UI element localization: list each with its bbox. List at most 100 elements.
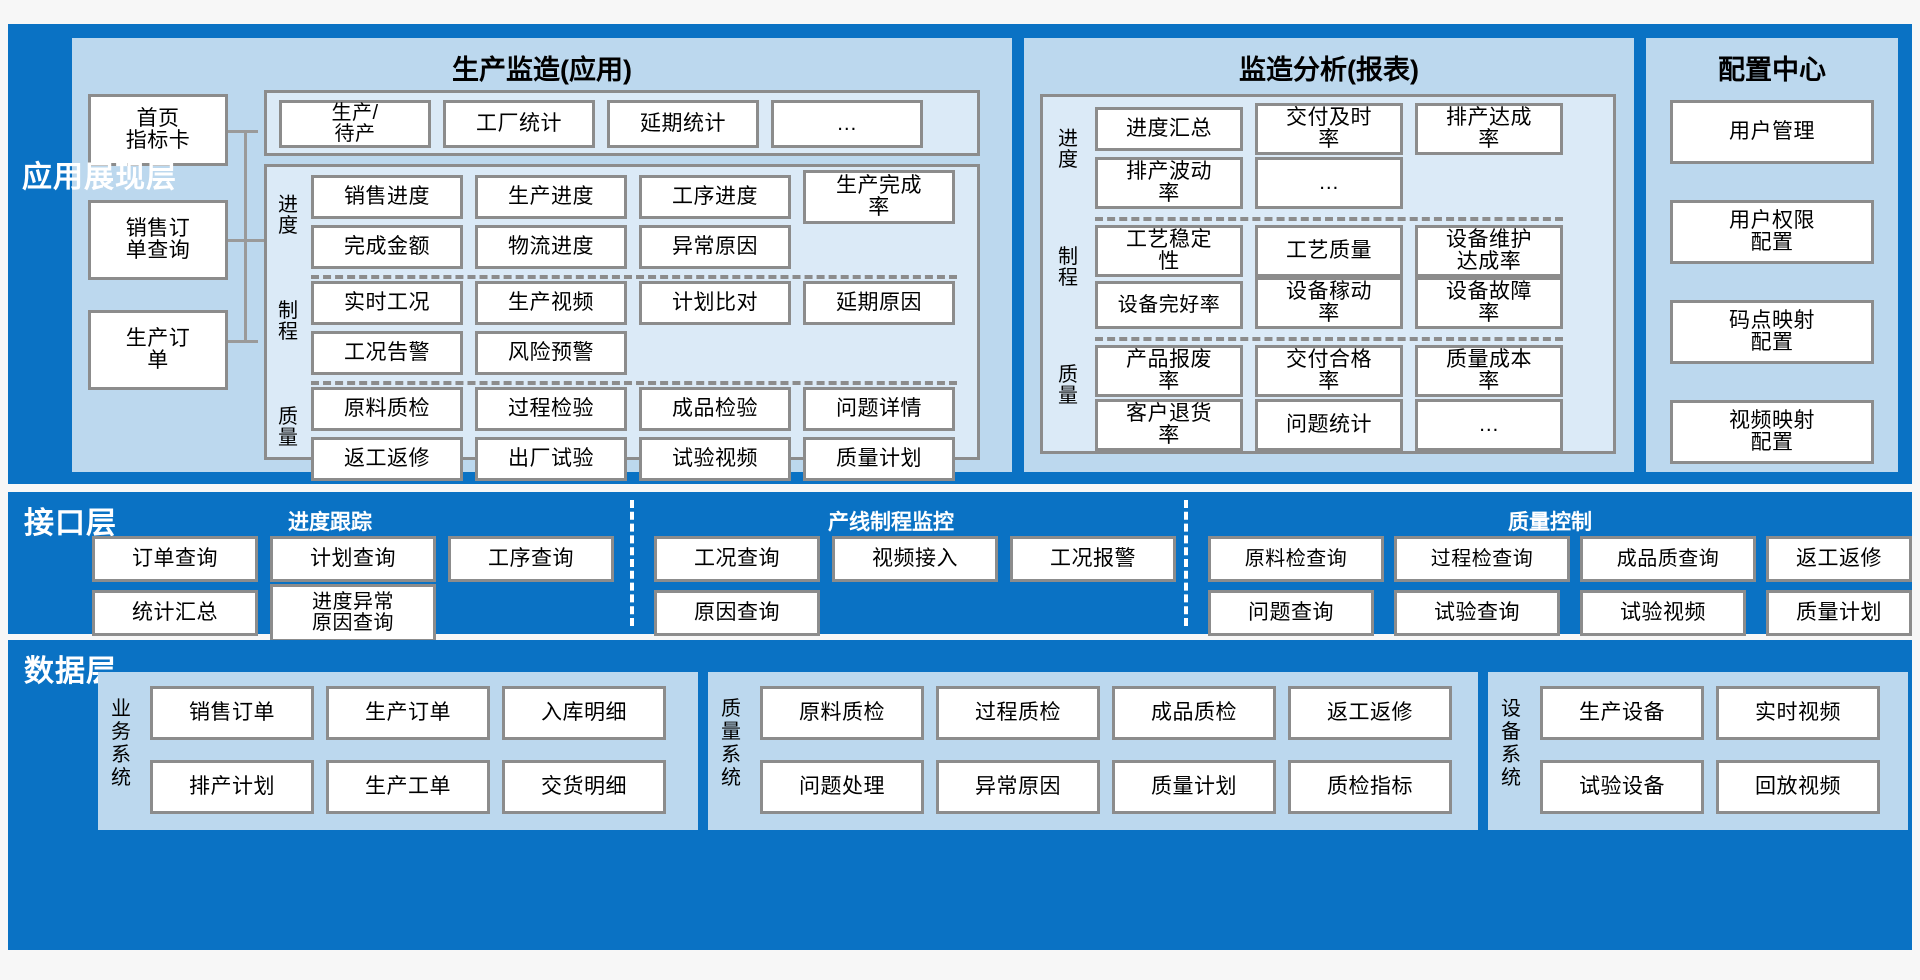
data-process-inspection[interactable]: 过程质检: [936, 686, 1100, 740]
itf-finished-quality-query[interactable]: 成品质查询: [1580, 536, 1756, 582]
metric-delivery-ontime-rate[interactable]: 交付及时 率: [1255, 103, 1403, 155]
item-realtime-condition[interactable]: 实时工况: [311, 281, 463, 325]
item-production-progress[interactable]: 生产进度: [475, 175, 627, 219]
metric-customer-return-rate[interactable]: 客户退货 率: [1095, 399, 1243, 451]
config-item-code-mapping[interactable]: 码点映射 配置: [1670, 300, 1874, 364]
itf-reason-query[interactable]: 原因查询: [654, 590, 820, 636]
category-label-process: 制 程: [278, 300, 298, 343]
metric-schedule-achievement-rate[interactable]: 排产达成 率: [1415, 103, 1563, 155]
item-delay-reason[interactable]: 延期原因: [803, 281, 955, 325]
analysis-divider-process-quality: [1095, 337, 1563, 341]
category-label-quality: 质 量: [278, 406, 298, 449]
itf-order-query[interactable]: 订单查询: [92, 536, 258, 582]
data-realtime-video[interactable]: 实时视频: [1716, 686, 1880, 740]
item-raw-material-inspection[interactable]: 原料质检: [311, 387, 463, 431]
item-test-video[interactable]: 试验视频: [639, 437, 791, 481]
data-quality-plan[interactable]: 质量计划: [1112, 760, 1276, 814]
item-completed-amount[interactable]: 完成金额: [311, 225, 463, 269]
metric-equipment-utilization-rate[interactable]: 设备稼动 率: [1255, 277, 1403, 329]
data-sales-order[interactable]: 销售订单: [150, 686, 314, 740]
analysis-category-label-progress: 进 度: [1058, 128, 1078, 171]
data-production-schedule[interactable]: 排产计划: [150, 760, 314, 814]
itf-process-inspection-query[interactable]: 过程检查询: [1394, 536, 1570, 582]
item-production-waiting[interactable]: 生产/ 待产: [279, 100, 431, 148]
metric-process-quality[interactable]: 工艺质量: [1255, 225, 1403, 277]
entry-production-order[interactable]: 生产订 单: [88, 310, 228, 390]
metric-progress-summary[interactable]: 进度汇总: [1095, 107, 1243, 151]
metric-process-stability[interactable]: 工艺稳定 性: [1095, 225, 1243, 277]
data-production-equipment[interactable]: 生产设备: [1540, 686, 1704, 740]
item-risk-warning[interactable]: 风险预警: [475, 331, 627, 375]
item-condition-alarm[interactable]: 工况告警: [311, 331, 463, 375]
data-raw-material-inspection[interactable]: 原料质检: [760, 686, 924, 740]
data-production-work-order[interactable]: 生产工单: [326, 760, 490, 814]
category-label-progress: 进 度: [278, 194, 298, 237]
item-factory-test[interactable]: 出厂试验: [475, 437, 627, 481]
metric-progress-more[interactable]: …: [1255, 157, 1403, 209]
itf-issue-query[interactable]: 问题查询: [1208, 590, 1374, 636]
item-abnormal-reason[interactable]: 异常原因: [639, 225, 791, 269]
metric-issue-statistics[interactable]: 问题统计: [1255, 399, 1403, 451]
itf-test-query[interactable]: 试验查询: [1394, 590, 1560, 636]
item-more-top[interactable]: …: [771, 100, 923, 148]
group-production-main: 进 度 制 程 质 量 销售进度 生产进度 工序进度 生产完成 率 完成金额 物…: [264, 164, 980, 481]
itf-test-video[interactable]: 试验视频: [1580, 590, 1746, 636]
group-production-top: 生产/ 待产 工厂统计 延期统计 …: [264, 90, 980, 156]
metric-equipment-intact-rate[interactable]: 设备完好率: [1095, 281, 1243, 329]
metric-quality-more[interactable]: …: [1415, 399, 1563, 451]
interface-layer-label: 接口层: [24, 507, 117, 540]
data-rework-repair[interactable]: 返工返修: [1288, 686, 1452, 740]
data-issue-handling[interactable]: 问题处理: [760, 760, 924, 814]
data-abnormal-reason[interactable]: 异常原因: [936, 760, 1100, 814]
itf-rework-repair[interactable]: 返工返修: [1766, 536, 1912, 582]
system-equipment-label: 设 备 系 统: [1501, 698, 1521, 789]
item-plan-comparison[interactable]: 计划比对: [639, 281, 791, 325]
item-process-progress[interactable]: 工序进度: [639, 175, 791, 219]
interface-divider-1: [630, 500, 634, 626]
itf-progress-abnormal-reason-query[interactable]: 进度异常 原因查询: [270, 584, 436, 642]
itf-condition-query[interactable]: 工况查询: [654, 536, 820, 582]
item-finished-inspection[interactable]: 成品检验: [639, 387, 791, 431]
data-delivery-detail[interactable]: 交货明细: [502, 760, 666, 814]
item-logistics-progress[interactable]: 物流进度: [475, 225, 627, 269]
itf-process-query[interactable]: 工序查询: [448, 536, 614, 582]
data-test-equipment[interactable]: 试验设备: [1540, 760, 1704, 814]
itf-video-access[interactable]: 视频接入: [832, 536, 998, 582]
itf-statistics-summary[interactable]: 统计汇总: [92, 590, 258, 636]
data-production-order[interactable]: 生产订单: [326, 686, 490, 740]
itf-condition-alarm[interactable]: 工况报警: [1010, 536, 1176, 582]
item-production-completion-rate[interactable]: 生产完成 率: [803, 170, 955, 224]
data-inbound-detail[interactable]: 入库明细: [502, 686, 666, 740]
config-item-user-permission[interactable]: 用户权限 配置: [1670, 200, 1874, 264]
item-production-video[interactable]: 生产视频: [475, 281, 627, 325]
divider-process-quality: [311, 381, 957, 385]
item-delay-stats[interactable]: 延期统计: [607, 100, 759, 148]
config-item-user-management[interactable]: 用户管理: [1670, 100, 1874, 164]
item-process-inspection[interactable]: 过程检验: [475, 387, 627, 431]
item-issue-detail[interactable]: 问题详情: [803, 387, 955, 431]
item-factory-stats[interactable]: 工厂统计: [443, 100, 595, 148]
metric-product-scrap-rate[interactable]: 产品报废 率: [1095, 345, 1243, 397]
itf-plan-query[interactable]: 计划查询: [270, 536, 436, 582]
panel-production-title: 生产监造(应用): [452, 55, 632, 85]
metric-delivery-pass-rate[interactable]: 交付合格 率: [1255, 345, 1403, 397]
item-quality-plan[interactable]: 质量计划: [803, 437, 955, 481]
data-finished-inspection[interactable]: 成品质检: [1112, 686, 1276, 740]
metric-equipment-maintenance-rate[interactable]: 设备维护 达成率: [1415, 225, 1563, 277]
itf-raw-material-inspection-query[interactable]: 原料检查询: [1208, 536, 1384, 582]
divider-progress-process: [311, 275, 957, 279]
data-playback-video[interactable]: 回放视频: [1716, 760, 1880, 814]
metric-quality-cost-rate[interactable]: 质量成本 率: [1415, 345, 1563, 397]
connector-vertical: [244, 130, 247, 340]
item-sales-progress[interactable]: 销售进度: [311, 175, 463, 219]
metric-equipment-failure-rate[interactable]: 设备故障 率: [1415, 277, 1563, 329]
application-layer-label: 应用展现层: [22, 161, 177, 194]
metric-schedule-fluctuation-rate[interactable]: 排产波动 率: [1095, 157, 1243, 209]
entry-sales-order-query[interactable]: 销售订 单查询: [88, 200, 228, 280]
config-item-video-mapping[interactable]: 视频映射 配置: [1670, 400, 1874, 464]
item-rework-repair[interactable]: 返工返修: [311, 437, 463, 481]
data-inspection-indicator[interactable]: 质检指标: [1288, 760, 1452, 814]
itf-quality-plan[interactable]: 质量计划: [1766, 590, 1912, 636]
entry-home-card[interactable]: 首页 指标卡: [88, 94, 228, 166]
